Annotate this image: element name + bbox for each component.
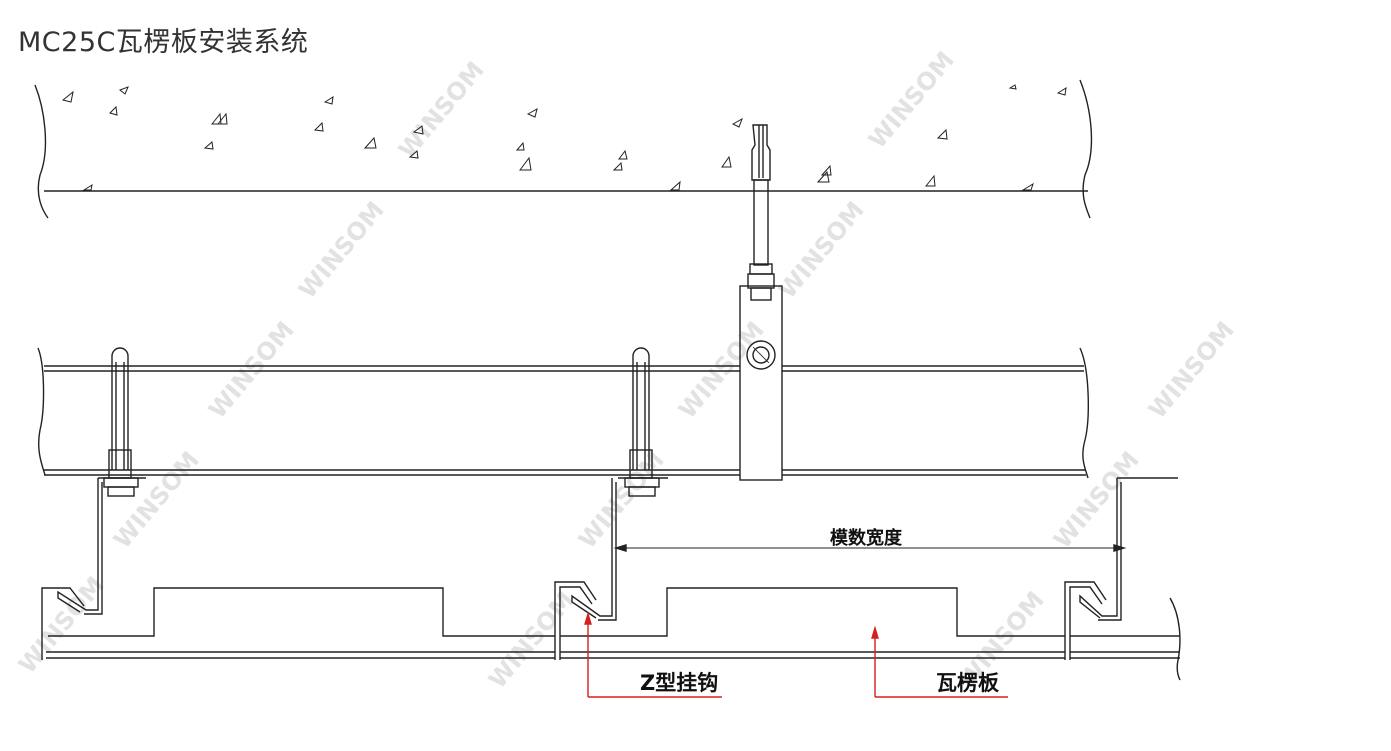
- corrugated-panel-middle: [560, 587, 1065, 659]
- carrier-channel: [37, 347, 1089, 479]
- watermark: WINSOM: [108, 446, 205, 554]
- anchor-bolt-hanger: [739, 124, 783, 481]
- page-title: MC25C瓦楞板安装系统: [18, 27, 309, 58]
- aggregate-marks: [61, 84, 1067, 191]
- z-hook-leader: [584, 611, 722, 698]
- z-hook-clip-middle: [554, 478, 617, 660]
- panel-leader: [871, 625, 1008, 698]
- z-hook-clip-left: [41, 478, 103, 660]
- watermark: WINSOM: [573, 446, 670, 554]
- u-bolt-right: [618, 347, 668, 497]
- watermark: WINSOM: [1048, 446, 1145, 554]
- corrugated-panel-left: [46, 587, 555, 659]
- z-hook-label: Z型挂钩: [640, 671, 718, 695]
- module-width-dimension: [613, 544, 1127, 552]
- watermark: WINSOM: [393, 56, 490, 164]
- concrete-slab: [34, 79, 1093, 219]
- watermark: WINSOM: [773, 196, 870, 304]
- watermark: WINSOM: [1143, 316, 1240, 424]
- watermark: WINSOM: [203, 316, 300, 424]
- watermark: WINSOM: [483, 586, 580, 694]
- watermark: WINSOM: [863, 46, 960, 154]
- u-bolt-left: [98, 347, 146, 497]
- watermark: WINSOM: [293, 196, 390, 304]
- module-width-label: 模数宽度: [830, 527, 903, 549]
- corrugated-panel-label: 瓦楞板: [936, 671, 1000, 695]
- corrugated-panel-right: [1070, 597, 1181, 681]
- watermark-layer: WINSOM WINSOM WINSOM WINSOM WINSOM WINSO…: [13, 46, 1240, 694]
- watermark: WINSOM: [673, 316, 770, 424]
- z-hook-clip-right: [1064, 477, 1178, 660]
